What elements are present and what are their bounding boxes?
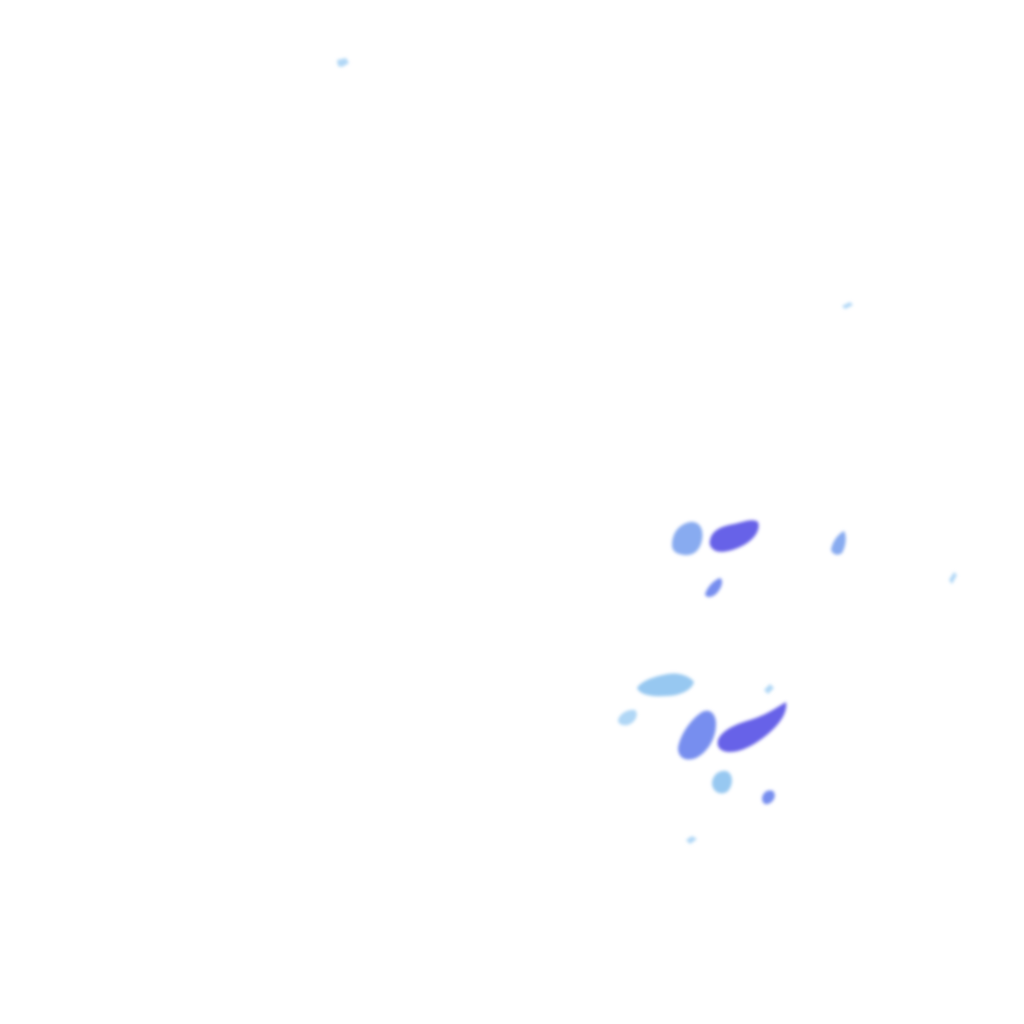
echo-c2 [709, 520, 759, 552]
precipitation-layer [337, 58, 957, 844]
echo-s3 [678, 710, 716, 760]
echo-c1 [672, 521, 703, 556]
echo-s5 [712, 770, 732, 794]
echo-n1 [337, 58, 349, 67]
echo-s1 [637, 673, 694, 697]
echo-s2 [618, 709, 637, 726]
echo-e2 [949, 572, 957, 584]
echo-c3 [705, 578, 723, 597]
echo-s8 [764, 684, 774, 694]
echo-ne1 [842, 302, 853, 309]
echo-s7 [686, 836, 697, 844]
echo-s4 [717, 702, 787, 752]
echo-s6 [762, 790, 775, 805]
echo-e1 [831, 531, 846, 555]
